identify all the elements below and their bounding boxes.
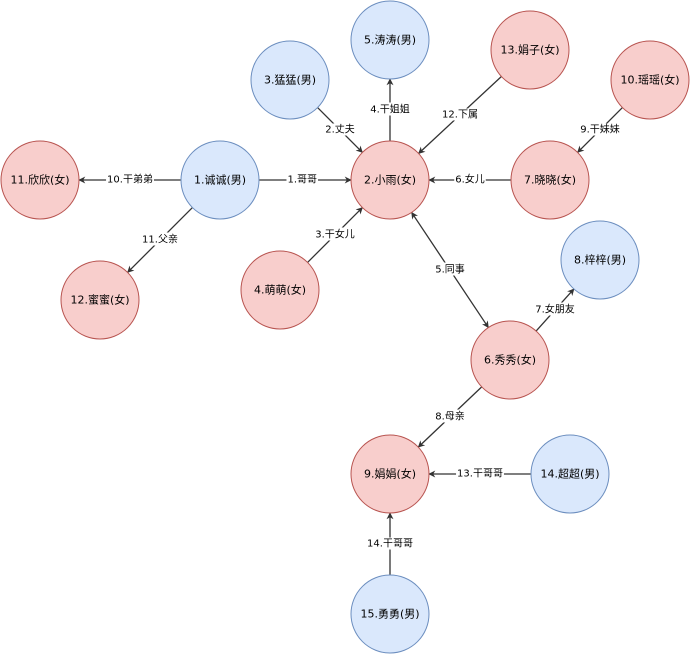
edge-e4: 4.干姐姐 bbox=[369, 78, 411, 141]
person-node-n15: 15.勇勇(男) bbox=[350, 574, 430, 654]
edge-label-background bbox=[106, 173, 154, 186]
person-name: 4.萌萌(女) bbox=[254, 283, 306, 297]
person-node-n12: 12.蜜蜜(女) bbox=[60, 260, 140, 340]
person-node-n8: 8.梓梓(男) bbox=[560, 220, 640, 300]
edge-label-background bbox=[369, 102, 411, 116]
edge-label-background bbox=[441, 108, 479, 121]
person-name: 3.猛猛(男) bbox=[264, 74, 316, 87]
person-node-n2: 2.小雨(女) bbox=[350, 140, 430, 220]
person-node-n10: 10.瑶瑶(女) bbox=[610, 40, 690, 120]
person-name: 6.秀秀(女) bbox=[484, 353, 536, 367]
edge-label-background bbox=[286, 173, 319, 186]
edge-label: 9.干妹妹 bbox=[580, 124, 620, 136]
person-node-n7: 7.晓晓(女) bbox=[510, 140, 590, 220]
person-circle bbox=[240, 250, 320, 330]
edge-label-background bbox=[534, 302, 576, 316]
person-name: 9.娟娟(女) bbox=[364, 467, 416, 481]
person-circle bbox=[0, 140, 80, 220]
edge-label: 11.父亲 bbox=[142, 233, 178, 246]
person-node-n14: 14.超超(男) bbox=[530, 434, 610, 514]
edge-label: 13.干哥哥 bbox=[457, 468, 503, 480]
person-name: 5.涛涛(男) bbox=[364, 33, 416, 47]
edge-e3: 3.干女儿 bbox=[307, 207, 363, 263]
edge-label: 7.女朋友 bbox=[535, 303, 575, 316]
person-circle bbox=[490, 10, 570, 90]
person-circle bbox=[350, 0, 430, 80]
edge-label-background bbox=[366, 537, 414, 550]
person-circle bbox=[610, 40, 690, 120]
person-node-n11: 11.欣欣(女) bbox=[0, 140, 80, 220]
person-node-n5: 5.涛涛(男) bbox=[350, 0, 430, 80]
edge-label-background bbox=[324, 123, 356, 136]
person-circle bbox=[560, 220, 640, 300]
person-node-n4: 4.萌萌(女) bbox=[240, 250, 320, 330]
person-name: 14.超超(男) bbox=[540, 467, 599, 481]
person-name: 8.梓梓(男) bbox=[574, 253, 626, 267]
person-name: 1.诚诚(男) bbox=[194, 174, 246, 187]
edge-e2: 2.丈夫 bbox=[317, 107, 363, 153]
edge-label: 5.同事 bbox=[435, 263, 465, 276]
person-name: 13.娟子(女) bbox=[500, 43, 559, 57]
edge-label-background bbox=[579, 123, 621, 136]
person-circle bbox=[250, 40, 330, 120]
person-name: 15.勇勇(男) bbox=[360, 608, 419, 621]
person-node-n1: 1.诚诚(男) bbox=[180, 140, 260, 220]
person-circle bbox=[510, 140, 590, 220]
person-name: 7.晓晓(女) bbox=[524, 173, 576, 187]
edge-label: 3.干女儿 bbox=[315, 228, 355, 241]
person-circle bbox=[180, 140, 260, 220]
edge-e10: 10.干弟弟 bbox=[78, 173, 181, 186]
edge-e12: 12.下属 bbox=[418, 76, 502, 154]
person-circle bbox=[530, 434, 610, 514]
edge-label: 1.哥哥 bbox=[287, 174, 317, 186]
edge-label: 6.女儿 bbox=[455, 173, 485, 186]
person-node-n3: 3.猛猛(男) bbox=[250, 40, 330, 120]
edge-e13: 13.干哥哥 bbox=[428, 467, 531, 480]
edge-e11: 11.父亲 bbox=[127, 207, 193, 273]
edge-label-background bbox=[456, 467, 504, 480]
edge-label: 4.干姐姐 bbox=[370, 103, 410, 116]
edge-e6: 6.女儿 bbox=[428, 172, 511, 186]
edge-label: 12.下属 bbox=[442, 109, 478, 121]
edge-e9: 9.干妹妹 bbox=[577, 107, 623, 153]
edge-e7: 7.女朋友 bbox=[534, 288, 576, 332]
edge-label-background bbox=[314, 227, 356, 241]
person-circle bbox=[350, 434, 430, 514]
person-node-n9: 9.娟娟(女) bbox=[350, 434, 430, 514]
edges-layer: 1.哥哥 2.丈夫 3.干女儿 4.干姐姐 5.同事 6.女儿 7.女朋友 8.母亲 9.干妹妹… bbox=[78, 76, 623, 575]
person-name: 10.瑶瑶(女) bbox=[620, 73, 679, 87]
edge-label-background bbox=[141, 232, 179, 246]
edge-label: 8.母亲 bbox=[435, 410, 465, 423]
edge-e14: 14.干哥哥 bbox=[366, 512, 414, 575]
edge-label: 10.干弟弟 bbox=[107, 174, 153, 186]
person-node-n13: 13.娟子(女) bbox=[490, 10, 570, 90]
edge-label-background bbox=[434, 409, 466, 423]
edge-e1: 1.哥哥 bbox=[259, 173, 352, 186]
edge-label-background bbox=[454, 172, 486, 186]
person-name: 11.欣欣(女) bbox=[10, 173, 69, 187]
edge-label: 2.丈夫 bbox=[325, 124, 355, 136]
person-name: 2.小雨(女) bbox=[364, 173, 416, 187]
edge-e8: 8.母亲 bbox=[417, 386, 483, 448]
edge-label-background bbox=[434, 262, 466, 276]
person-node-n6: 6.秀秀(女) bbox=[470, 320, 550, 400]
person-name: 12.蜜蜜(女) bbox=[70, 293, 129, 307]
person-circle bbox=[470, 320, 550, 400]
person-circle bbox=[350, 140, 430, 220]
edge-label: 14.干哥哥 bbox=[367, 538, 413, 550]
person-circle bbox=[350, 574, 430, 654]
person-circle bbox=[60, 260, 140, 340]
edge-e5: 5.同事 bbox=[411, 211, 489, 329]
